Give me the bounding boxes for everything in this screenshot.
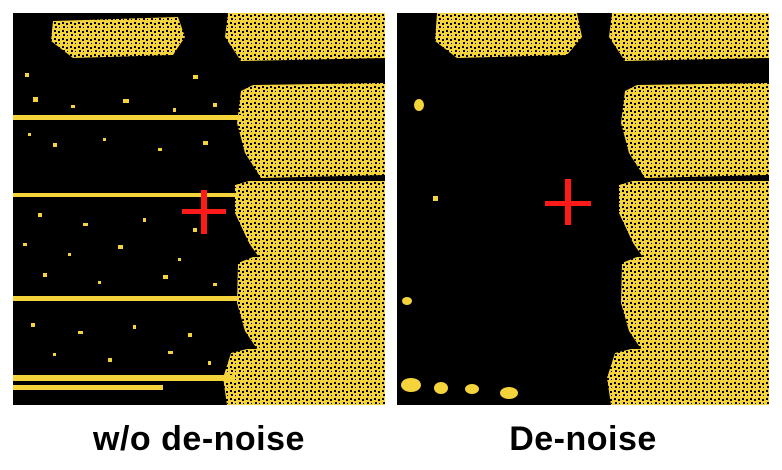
crosshair-marker-left [182, 190, 226, 234]
binary-mask-clean [401, 13, 769, 405]
binary-mask-noisy [13, 13, 385, 405]
caption-denoise: De-noise [509, 420, 657, 458]
crosshair-marker-right [545, 179, 591, 225]
caption-without-denoise: w/o de-noise [93, 420, 305, 458]
image-without-denoise [13, 13, 385, 405]
image-with-denoise [397, 13, 769, 405]
